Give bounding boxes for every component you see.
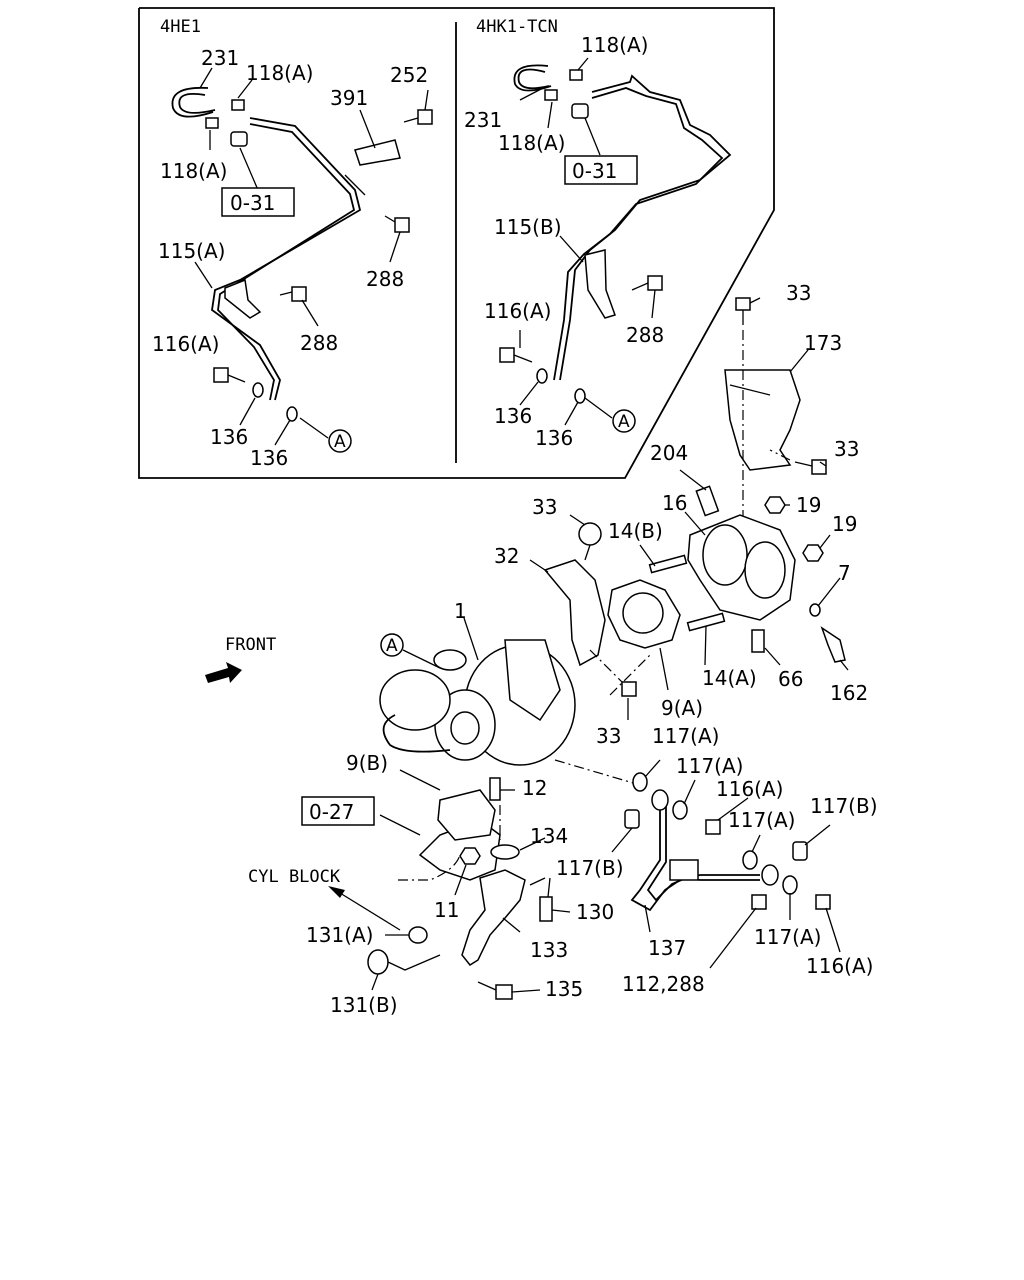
- callout-204: 204: [650, 441, 688, 465]
- callout-136-right: 136: [494, 404, 532, 428]
- bolt-66: [751, 629, 765, 653]
- callout-391: 391: [330, 86, 368, 110]
- callout-117b: 117(B): [556, 856, 624, 880]
- callout-117b: 117(B): [810, 794, 878, 818]
- callout-1: 1: [454, 599, 467, 623]
- callout-133: 133: [530, 938, 568, 962]
- callout-7: 7: [838, 561, 851, 585]
- callout-16: 16: [662, 491, 687, 515]
- svg-text:A: A: [334, 432, 346, 452]
- callout-117a: 117(A): [676, 754, 743, 778]
- callout-112-288: 112,288: [622, 972, 705, 996]
- callout-0-27: 0-27: [309, 800, 354, 824]
- clamp-118a: [231, 99, 245, 111]
- callout-14b: 14(B): [608, 519, 663, 543]
- callout-0-31: 0-31: [230, 191, 275, 215]
- callout-131a: 131(A): [306, 923, 373, 947]
- callout-9b: 9(B): [346, 751, 388, 775]
- callout-231-right: 231: [464, 108, 502, 132]
- reference-circle-a: [328, 429, 352, 453]
- stud-204: [695, 485, 720, 517]
- callout-137: 137: [648, 936, 686, 960]
- inset-title-4hk1-tcn: 4HK1-TCN: [476, 17, 558, 37]
- callout-115b: 115(B): [494, 215, 562, 239]
- callout-19: 19: [832, 512, 857, 536]
- heat-shield-173: [724, 369, 801, 471]
- bolt-252: [417, 109, 433, 125]
- washer-136: [252, 382, 264, 398]
- callout-231: 231: [201, 46, 239, 70]
- callout-173: 173: [804, 331, 842, 355]
- inset-title-4he1: 4HE1: [160, 17, 201, 37]
- callout-9a: 9(A): [661, 696, 703, 720]
- callout-labels: 231 118(A) 118(A) 391 252 0-31 115(A) 28…: [152, 33, 878, 1017]
- left-inset-parts: A: [171, 67, 433, 453]
- callout-288: 288: [300, 331, 338, 355]
- front-label: FRONT: [225, 635, 276, 655]
- cyl-block-label: CYL BLOCK: [248, 867, 341, 887]
- callout-116a: 116(A): [716, 777, 783, 801]
- front-arrow-icon: [205, 662, 242, 683]
- callout-33: 33: [834, 437, 859, 461]
- callout-33: 33: [786, 281, 811, 305]
- callout-136: 136: [210, 425, 248, 449]
- callout-134: 134: [530, 824, 568, 848]
- callout-117a: 117(A): [728, 808, 795, 832]
- callout-11: 11: [434, 898, 459, 922]
- callout-33: 33: [532, 495, 557, 519]
- callout-118a: 118(A): [160, 159, 227, 183]
- callout-288: 288: [366, 267, 404, 291]
- main-assembly: [367, 297, 846, 1000]
- callout-33: 33: [596, 724, 621, 748]
- nut-19: [764, 496, 786, 514]
- reference-circle-a-main: [380, 633, 404, 657]
- callout-19: 19: [796, 493, 821, 517]
- hose-231: [178, 92, 216, 114]
- callout-135: 135: [545, 977, 583, 1001]
- bracket-391: [354, 139, 401, 166]
- callout-118a: 118(A): [246, 61, 313, 85]
- callout-118a-right: 118(A): [581, 33, 648, 57]
- callout-117a: 117(A): [754, 925, 821, 949]
- callout-136: 136: [250, 446, 288, 470]
- callout-118a-right: 118(A): [498, 131, 565, 155]
- callout-32: 32: [494, 544, 519, 568]
- svg-text:A: A: [618, 412, 630, 432]
- callout-115a: 115(A): [158, 239, 225, 263]
- svg-text:A: A: [386, 636, 398, 656]
- bolt-33: [735, 297, 751, 311]
- callout-12: 12: [522, 776, 547, 800]
- callout-117a: 117(A): [652, 724, 719, 748]
- cyl-block-arrow-icon: [328, 886, 345, 898]
- right-inset-parts: A: [499, 57, 732, 433]
- callout-14a: 14(A): [702, 666, 757, 690]
- front-indicator: FRONT: [205, 635, 276, 683]
- inset-panel: 4HE1 4HK1-TCN: [138, 7, 775, 479]
- connector: [230, 131, 248, 147]
- callout-136-right: 136: [535, 426, 573, 450]
- callout-116a: 116(A): [152, 332, 219, 356]
- callout-116a-right: 116(A): [484, 299, 551, 323]
- callout-252: 252: [390, 63, 428, 87]
- ref-box-0-31: [221, 187, 295, 217]
- callout-0-31-right: 0-31: [572, 159, 617, 183]
- cyl-block-indicator: CYL BLOCK: [248, 854, 461, 931]
- leader-lines: [371, 297, 849, 993]
- o-ring-134: [490, 844, 520, 860]
- callout-116a: 116(A): [806, 954, 873, 978]
- callout-66: 66: [778, 667, 803, 691]
- heat-shield-32: [543, 559, 606, 667]
- callout-131b: 131(B): [330, 993, 398, 1017]
- hose-231-right: [517, 68, 550, 90]
- callout-288-right: 288: [626, 323, 664, 347]
- callout-130: 130: [576, 900, 614, 924]
- bolt-162: [820, 626, 846, 663]
- oil-return-pipe-133: [461, 869, 526, 966]
- callout-162: 162: [830, 681, 868, 705]
- ref-box-0-31-right: [564, 155, 638, 185]
- ref-box-0-27: [301, 796, 375, 826]
